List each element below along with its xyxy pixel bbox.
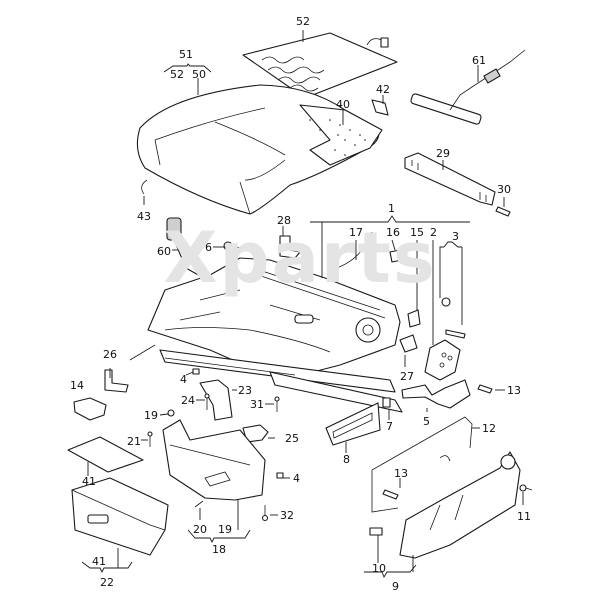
callout-20: 20 xyxy=(193,523,207,536)
part-trim-8[interactable] xyxy=(325,402,381,446)
callout-5: 5 xyxy=(423,415,430,428)
callout-31: 31 xyxy=(250,398,264,411)
part-clip-10[interactable] xyxy=(369,527,383,536)
callout-15: 15 xyxy=(410,226,424,239)
part-nut-3[interactable] xyxy=(441,297,466,339)
callout-4-lower: 4 xyxy=(293,472,300,485)
callout-6: 6 xyxy=(205,241,212,254)
part-mat-41[interactable] xyxy=(67,436,144,473)
callout-4-upper: 4 xyxy=(180,373,187,386)
part-bolt-6[interactable] xyxy=(223,241,241,251)
callout-2: 2 xyxy=(430,226,437,239)
callout-61: 61 xyxy=(472,54,486,67)
callout-52-heating-mat: 52 xyxy=(296,15,310,28)
part-wire-frame-12[interactable] xyxy=(371,416,473,513)
callout-16: 16 xyxy=(386,226,400,239)
part-clip-19-upper[interactable] xyxy=(167,409,175,417)
part-heating-mat-52[interactable] xyxy=(242,32,398,99)
callout-10: 10 xyxy=(372,562,386,575)
part-clip-42[interactable] xyxy=(371,99,389,116)
part-occupancy-sensor-61[interactable] xyxy=(410,49,526,125)
part-bracket-5[interactable] xyxy=(401,379,471,409)
callout-28: 28 xyxy=(277,214,291,227)
callout-24: 24 xyxy=(181,394,195,407)
callout-23: 23 xyxy=(238,384,252,397)
part-pin-24[interactable] xyxy=(204,393,210,410)
part-bracket-26[interactable] xyxy=(104,369,129,393)
part-cover-14[interactable] xyxy=(73,397,107,421)
callout-11: 11 xyxy=(517,510,531,523)
part-plug-11[interactable] xyxy=(519,484,533,492)
part-screw-31[interactable] xyxy=(274,396,280,412)
part-clip-7[interactable] xyxy=(382,397,391,408)
callout-25: 25 xyxy=(285,432,299,445)
callout-1: 1 xyxy=(388,202,395,215)
part-bracket-27[interactable] xyxy=(399,334,418,353)
callout-12: 12 xyxy=(482,422,496,435)
leader-lines xyxy=(81,30,524,579)
callout-21: 21 xyxy=(127,435,141,448)
callout-labels: 51 52 50 52 40 42 61 29 30 43 60 6 28 1 … xyxy=(70,15,531,593)
callout-14: 14 xyxy=(70,379,84,392)
part-seat-frame[interactable] xyxy=(129,257,403,413)
callout-40: 40 xyxy=(336,98,350,111)
callout-7: 7 xyxy=(386,420,393,433)
callout-13-lower: 13 xyxy=(394,467,408,480)
part-screw-21[interactable] xyxy=(147,431,153,447)
part-cable-17[interactable] xyxy=(327,231,373,273)
callout-26: 26 xyxy=(103,348,117,361)
part-screw-32[interactable] xyxy=(261,505,269,522)
callout-18: 18 xyxy=(212,543,226,556)
part-drawer-22[interactable] xyxy=(71,477,169,556)
callout-52-cushion: 52 xyxy=(170,68,184,81)
part-side-panel-9[interactable] xyxy=(399,451,521,559)
part-belt-buckle-60[interactable] xyxy=(166,217,205,277)
callout-17: 17 xyxy=(349,226,363,239)
part-foam-pad-40[interactable] xyxy=(299,104,383,166)
callout-32: 32 xyxy=(280,509,294,522)
part-clip-4-upper[interactable] xyxy=(192,368,200,375)
callout-22: 22 xyxy=(100,576,114,589)
part-switch-15[interactable] xyxy=(407,309,421,328)
callout-8: 8 xyxy=(343,453,350,466)
callout-43: 43 xyxy=(137,210,151,223)
callout-13-upper: 13 xyxy=(507,384,521,397)
part-tray-18[interactable] xyxy=(162,419,266,508)
part-screw-13-lower[interactable] xyxy=(382,489,399,500)
callout-50: 50 xyxy=(192,68,206,81)
callout-29: 29 xyxy=(436,147,450,160)
callout-51: 51 xyxy=(179,48,193,61)
part-guide-29[interactable] xyxy=(404,152,496,206)
callout-41-mat: 41 xyxy=(82,475,96,488)
part-motor-2[interactable] xyxy=(424,339,461,381)
part-clip-43[interactable] xyxy=(141,179,148,195)
callout-30: 30 xyxy=(497,183,511,196)
part-clip-4-lower[interactable] xyxy=(276,472,284,479)
part-screw-13-upper[interactable] xyxy=(477,384,493,394)
callout-9: 9 xyxy=(392,580,399,593)
part-bracket-28[interactable] xyxy=(279,235,301,259)
callout-60: 60 xyxy=(157,245,171,258)
callout-42: 42 xyxy=(376,83,390,96)
part-clip-16[interactable] xyxy=(389,249,403,263)
callout-19-lower: 19 xyxy=(218,523,232,536)
callout-41-drawer: 41 xyxy=(92,555,106,568)
callout-27: 27 xyxy=(400,370,414,383)
callout-19-upper: 19 xyxy=(144,409,158,422)
callout-3: 3 xyxy=(452,230,459,243)
part-bracket-23[interactable] xyxy=(199,379,233,421)
part-screw-30[interactable] xyxy=(495,206,511,217)
